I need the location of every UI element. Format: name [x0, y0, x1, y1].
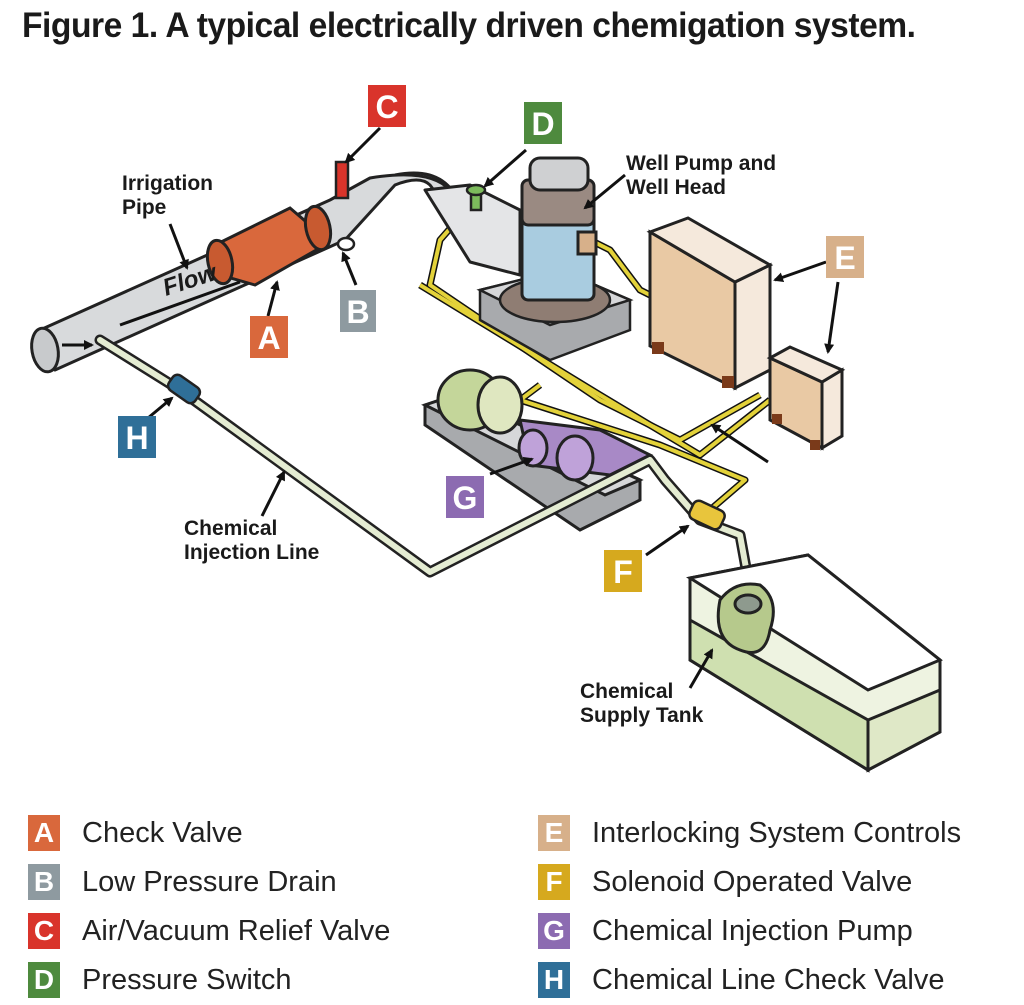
svg-text:A: A	[257, 320, 280, 356]
legend-badge-b: B	[28, 864, 60, 900]
legend-badge-g: G	[538, 913, 570, 949]
legend-label-c: Air/Vacuum Relief Valve	[82, 914, 391, 947]
air-vacuum-relief-valve	[334, 160, 350, 200]
legend-item-c: C Air/Vacuum Relief Valve	[28, 911, 390, 951]
callout-well-pump: Well Pump and Well Head	[626, 152, 782, 199]
chemical-injection-line	[97, 337, 753, 593]
legend-badge-d: D	[28, 962, 60, 998]
irrigation-pipe	[30, 171, 526, 374]
svg-text:H: H	[125, 420, 148, 456]
svg-text:B: B	[346, 294, 369, 330]
svg-text:E: E	[834, 240, 855, 276]
callout-injection-line: Chemical Injection Line	[184, 517, 319, 564]
svg-text:C: C	[375, 89, 398, 125]
legend-badge-h: H	[538, 962, 570, 998]
legend: A Check Valve B Low Pressure Drain C Air…	[0, 805, 1024, 1005]
tag-b: B	[340, 290, 376, 332]
legend-badge-a: A	[28, 815, 60, 851]
low-pressure-drain	[336, 236, 356, 252]
legend-badge-f: F	[538, 864, 570, 900]
pressure-switch	[465, 183, 487, 212]
check-valve	[205, 204, 333, 287]
legend-item-d: D Pressure Switch	[28, 960, 292, 1000]
figure-title: Figure 1. A typical electrically driven …	[22, 6, 916, 45]
tag-c: C	[368, 85, 406, 127]
control-panel-secondary	[766, 345, 846, 451]
legend-label-g: Chemical Injection Pump	[592, 914, 913, 947]
callout-irrigation-pipe: Irrigation Pipe	[122, 172, 219, 219]
control-panel-main	[646, 216, 774, 391]
flow-underline	[119, 280, 241, 327]
tag-e: E	[826, 236, 864, 278]
legend-badge-c: C	[28, 913, 60, 949]
legend-item-g: G Chemical Injection Pump	[538, 911, 913, 951]
solenoid-operated-valve	[688, 499, 726, 531]
tag-h: H	[118, 416, 156, 458]
tag-a: A	[250, 316, 288, 358]
chemical-line-check-valve	[166, 373, 202, 405]
injection-pump-motor	[436, 368, 524, 435]
leader-arrows	[62, 126, 840, 689]
chemical-supply-tank	[685, 553, 943, 773]
legend-item-e: E Interlocking System Controls	[538, 813, 961, 853]
well-pump-motor	[520, 156, 598, 302]
svg-text:D: D	[531, 106, 554, 142]
legend-item-h: H Chemical Line Check Valve	[538, 960, 944, 1000]
callout-supply-tank: Chemical Supply Tank	[580, 680, 704, 727]
legend-label-e: Interlocking System Controls	[592, 816, 962, 849]
svg-text:F: F	[613, 554, 633, 590]
legend-label-a: Check Valve	[82, 816, 243, 849]
legend-label-h: Chemical Line Check Valve	[592, 963, 945, 996]
tag-g: G	[446, 476, 484, 518]
legend-label-f: Solenoid Operated Valve	[592, 865, 913, 898]
legend-label-b: Low Pressure Drain	[82, 865, 337, 898]
legend-item-f: F Solenoid Operated Valve	[538, 862, 912, 902]
legend-item-a: A Check Valve	[28, 813, 243, 853]
svg-text:G: G	[453, 480, 478, 516]
legend-item-b: B Low Pressure Drain	[28, 862, 337, 902]
legend-label-d: Pressure Switch	[82, 963, 292, 996]
legend-badge-e: E	[538, 815, 570, 851]
tag-f: F	[604, 550, 642, 592]
tag-d: D	[524, 102, 562, 144]
chemigation-diagram: Flow Irrigation Pipe Well Pump and Well …	[30, 85, 943, 773]
